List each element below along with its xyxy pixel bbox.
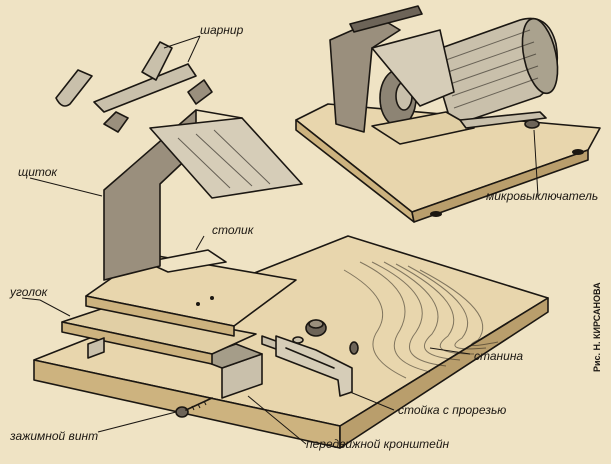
label-clamp-screw: зажимной винт [9, 429, 98, 443]
assembled-table [371, 111, 475, 145]
assembled-machine [295, 5, 601, 223]
base-board [33, 235, 549, 449]
table-hole [210, 296, 214, 300]
assembled-hinge [349, 5, 423, 33]
label-microswitch: микровыключатель [486, 189, 598, 203]
corner-bracket [87, 337, 105, 359]
foot [430, 211, 442, 217]
label-base: станина [474, 349, 523, 363]
clamp-screw [175, 397, 213, 418]
knob-top [308, 319, 324, 329]
table-notch [145, 249, 227, 273]
motor-end-cap [521, 17, 559, 95]
hinge-bracket [103, 111, 129, 133]
corner-piece [61, 305, 257, 365]
label-corner: уголок [9, 285, 49, 299]
illustration-credit: Рис. Н. КИРСАНОВА [592, 282, 602, 372]
label-table: столик [212, 223, 255, 237]
shield-piece [103, 109, 303, 281]
hinge-bracket [187, 79, 213, 105]
microswitch [524, 119, 540, 129]
corner-edge [61, 321, 213, 365]
washer [292, 336, 304, 344]
assembled-shield-glass [371, 29, 455, 107]
foot [572, 149, 584, 155]
label-movable-bracket: передвижной кронштейн [306, 437, 450, 451]
assembled-base-side [411, 149, 589, 223]
post-slot [285, 347, 335, 369]
hinge-leaf-mid [141, 41, 173, 81]
label-hinge: шарнир [200, 23, 244, 37]
table-edge [85, 295, 235, 337]
hinge-pieces [55, 41, 213, 133]
label-shield: щиток [18, 165, 58, 179]
table-hole [196, 302, 200, 306]
leader-lines [21, 35, 539, 445]
assembled-rail [459, 111, 547, 129]
hinge-leaf-left [55, 69, 93, 107]
base-side-edge [339, 297, 549, 449]
bolt-head [349, 341, 359, 355]
label-slotted-post: стойка с прорезью [398, 403, 506, 417]
